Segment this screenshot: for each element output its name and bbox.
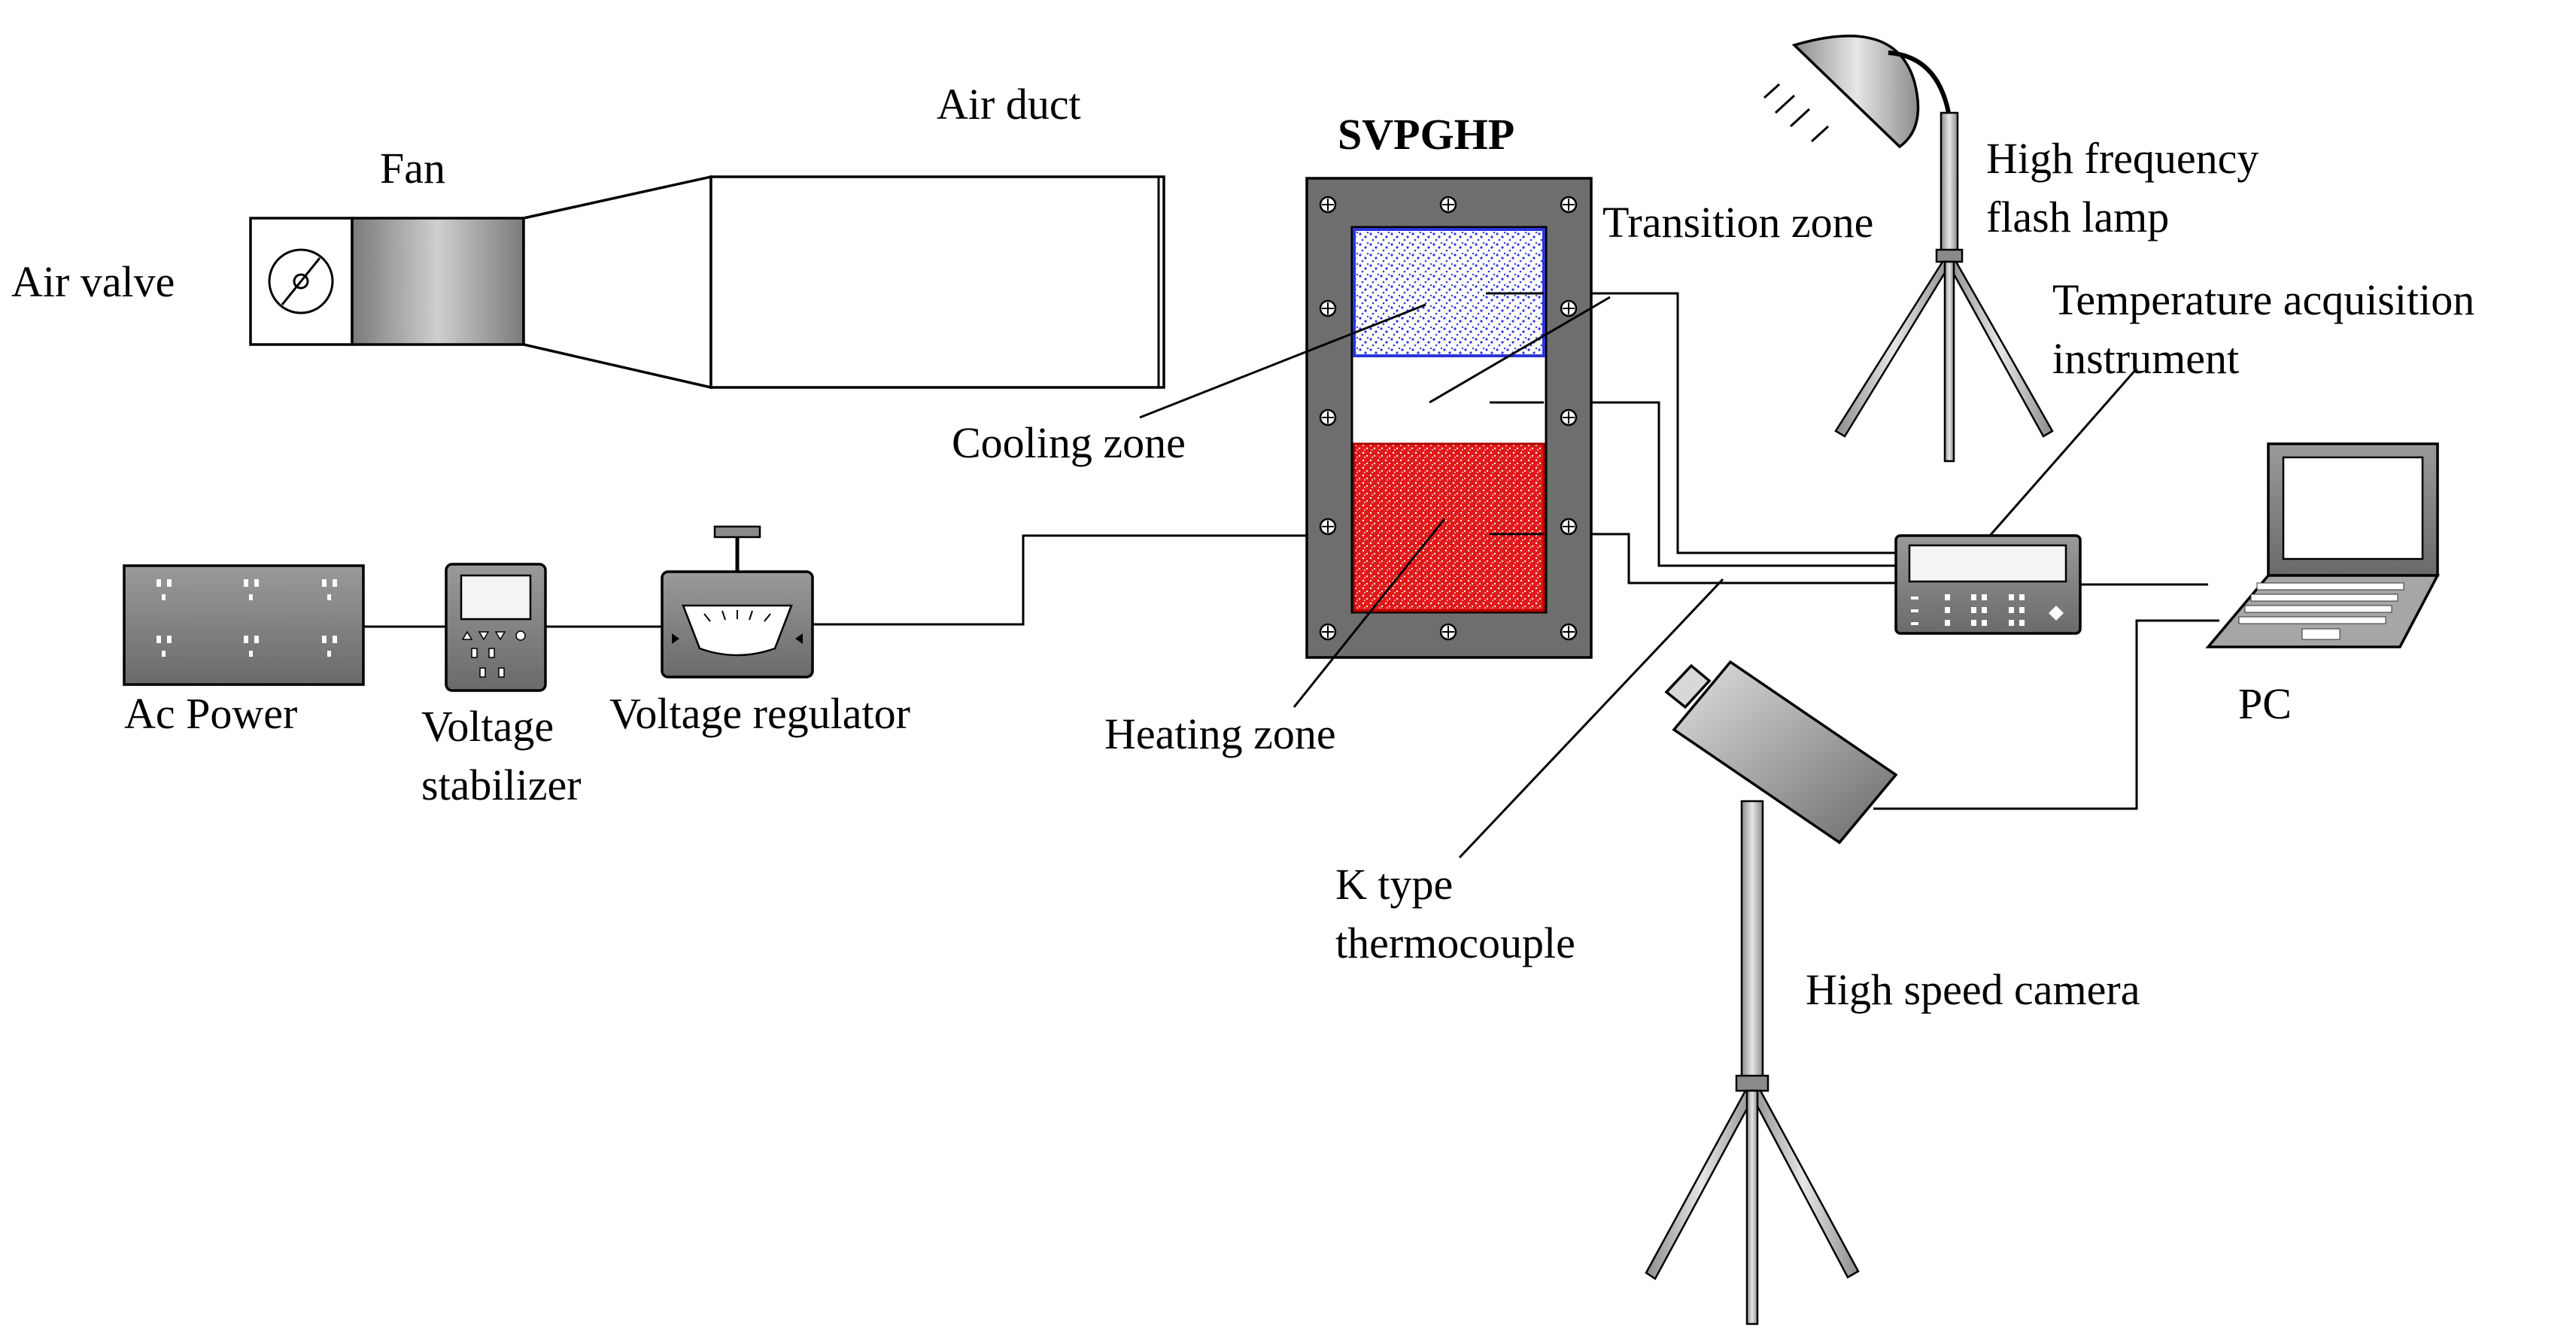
instrument-display — [1908, 544, 2067, 583]
duct-transition — [522, 175, 712, 390]
flash-lamp-label-line2: flash lamp — [1986, 193, 2169, 241]
thermocouple-wires — [1458, 292, 1896, 859]
heating-zone-region — [1353, 442, 1545, 612]
temperature-instrument-label-line2: instrument — [2052, 334, 2239, 383]
voltage-regulator-label: Voltage regulator — [609, 689, 910, 738]
keyboard-keys — [2238, 582, 2404, 640]
lamp-tripod-leg — [1943, 260, 1955, 463]
ac-power — [123, 564, 365, 686]
tripod-leg — [1645, 1089, 1759, 1280]
heating-zone-label: Heating zone — [1104, 709, 1336, 758]
lamp-tripod-leg — [1945, 260, 2054, 438]
camera-lens — [1664, 663, 1712, 709]
duct-body — [709, 175, 1165, 389]
zone-leader-lines — [1139, 296, 1611, 708]
fan-body — [351, 217, 525, 346]
camera-tripod-pole — [1740, 800, 1764, 1081]
air-duct — [522, 175, 1165, 390]
voltage-stabilizer-label-line2: stabilizer — [421, 761, 582, 809]
high-speed-camera — [1645, 660, 1898, 1325]
tripod-leg — [1745, 1089, 1759, 1325]
pc-laptop — [2205, 442, 2440, 648]
air-duct-label: Air duct — [937, 80, 1081, 129]
svpghp-device — [1305, 177, 1593, 659]
temperature-acquisition-instrument — [1894, 534, 2082, 635]
regulator-gauge-icon — [682, 604, 793, 657]
air-valve — [249, 217, 354, 346]
laptop-screen — [2282, 456, 2424, 560]
transition-zone-label: Transition zone — [1602, 198, 1873, 247]
camera-to-pc-cable — [1873, 619, 2219, 810]
lamp-pole — [1940, 111, 1959, 254]
lamp-tripod-leg — [1834, 260, 1954, 438]
stabilizer-display — [460, 574, 532, 621]
camera-body — [1672, 660, 1898, 845]
flash-lamp — [1763, 35, 2054, 463]
lamp-reflector — [1791, 35, 1920, 149]
light-rays-icon — [1763, 83, 1830, 143]
thermocouple-label-line2: thermocouple — [1335, 918, 1575, 967]
valve-dial-icon — [268, 248, 334, 314]
power-cable — [813, 534, 1307, 626]
socket-icons — [156, 579, 337, 657]
cooling-zone-label: Cooling zone — [952, 418, 1186, 467]
pc-label: PC — [2238, 679, 2292, 728]
voltage-stabilizer — [445, 563, 547, 692]
voltage-stabilizer-label-line1: Voltage — [421, 702, 554, 751]
svpghp-label: SVPGHP — [1338, 110, 1514, 159]
high-speed-camera-label: High speed camera — [1806, 965, 2140, 1014]
air-valve-label: Air valve — [11, 257, 175, 306]
frame-bolts — [1319, 196, 1578, 641]
temperature-instrument-label-line1: Temperature acquisition — [2052, 275, 2474, 324]
voltage-regulator — [661, 525, 814, 679]
flash-lamp-label-line1: High frequency — [1986, 134, 2259, 183]
tripod-leg — [1747, 1089, 1860, 1279]
regulator-knob — [713, 525, 761, 539]
fan-label: Fan — [380, 144, 445, 193]
ac-power-label: Ac Power — [124, 689, 297, 738]
thermocouple-probes — [1486, 292, 1544, 536]
thermocouple-label-line1: K type — [1335, 860, 1453, 909]
